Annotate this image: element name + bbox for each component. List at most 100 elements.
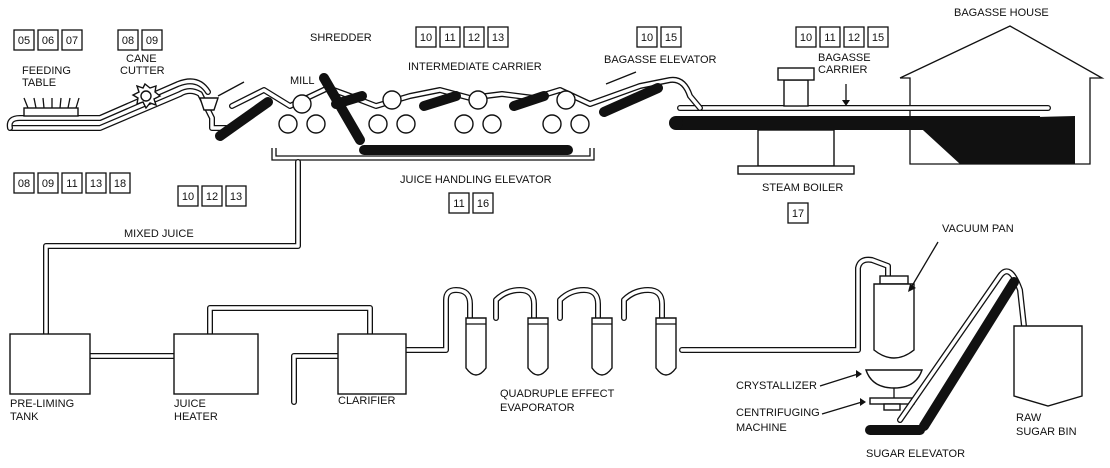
- feeding-table-label-2: TABLE: [22, 77, 56, 89]
- raw-sugar-bin-label-1: RAW: [1016, 412, 1042, 424]
- evaporator-vessels: [465, 317, 677, 376]
- ref-number-box: [225, 185, 247, 207]
- ref-number-juice-handling: 16: [477, 198, 489, 210]
- juice-heater-label-1: JUICE: [174, 398, 206, 410]
- juice-heater: [173, 333, 259, 395]
- ref-number-bagasse-carrier: 11: [824, 32, 835, 44]
- cane-conveyor: [6, 76, 703, 131]
- ref-number-cane-cutter: 08: [122, 35, 134, 47]
- ref-number-box: [37, 172, 59, 194]
- bagasse-elevator-label: BAGASSE ELEVATOR: [604, 54, 717, 66]
- pre-liming-tank: [9, 333, 91, 395]
- ref-number-intermediate-carrier: 12: [468, 32, 480, 44]
- ref-number-box: [85, 172, 107, 194]
- mixed-juice-pipe: [43, 159, 301, 337]
- ref-number-left-group: 09: [42, 178, 54, 190]
- process-pipes: [87, 256, 891, 405]
- ref-number-box: [61, 172, 83, 194]
- shredder-label: SHREDDER: [310, 32, 372, 44]
- ref-number-box: [61, 29, 83, 51]
- clarifier: [337, 333, 407, 395]
- evaporator-label-2: EVAPORATOR: [500, 402, 575, 414]
- ref-number-box: [439, 26, 461, 48]
- bagasse-house: [899, 25, 1105, 165]
- ref-number-feeding: 06: [42, 35, 54, 47]
- ref-number-intermediate-carrier: 11: [444, 32, 455, 44]
- ref-number-steam-boiler: 17: [792, 208, 804, 220]
- pre-liming-tank-label-1: PRE-LIMING: [10, 398, 74, 410]
- feeding-table: [23, 97, 80, 117]
- conveyor-belts: [215, 73, 663, 155]
- ref-number-box: [660, 26, 682, 48]
- ref-number-left-group: 11: [66, 178, 77, 190]
- ref-number-intermediate-carrier: 10: [420, 32, 432, 44]
- intermediate-carrier-label: INTERMEDIATE CARRIER: [408, 61, 542, 73]
- shredder: [199, 81, 245, 111]
- ref-number-mill-group: 12: [206, 191, 218, 203]
- ref-number-mill-group: 10: [182, 191, 194, 203]
- cane-cutter-label-1: CANE: [126, 53, 157, 65]
- raw-sugar-bin-label-2: SUGAR BIN: [1016, 426, 1077, 438]
- pointer-arrows: [605, 71, 939, 415]
- ref-number-left-group: 13: [90, 178, 102, 190]
- ref-number-box: [487, 26, 509, 48]
- mill-label: MILL: [290, 75, 314, 87]
- ref-number-box: [201, 185, 223, 207]
- steam-boiler-label: STEAM BOILER: [762, 182, 843, 194]
- ref-number-box: [415, 26, 437, 48]
- juice-heater-label-2: HEATER: [174, 411, 218, 423]
- ref-number-box: [141, 29, 163, 51]
- cane-cutter: [131, 82, 162, 110]
- sugar-elevator: [865, 268, 1027, 435]
- ref-number-box: [867, 26, 889, 48]
- clarifier-label: CLARIFIER: [338, 395, 396, 407]
- ref-number-feeding: 07: [66, 35, 78, 47]
- ref-number-box: [448, 192, 470, 214]
- vacuum-pan-label: VACUUM PAN: [942, 223, 1014, 235]
- ref-number-bagasse-carrier: 10: [800, 32, 812, 44]
- ref-number-box: [843, 26, 865, 48]
- mill-rollers: [278, 90, 590, 134]
- mixed-juice-label: MIXED JUICE: [124, 228, 194, 240]
- bagasse-carrier: [669, 105, 1051, 130]
- ref-number-box: [177, 185, 199, 207]
- ref-number-cane-cutter: 09: [146, 35, 158, 47]
- crystallizer: [865, 369, 923, 398]
- ref-number-juice-handling: 11: [453, 198, 464, 210]
- ref-number-bagasse-elevator: 10: [641, 32, 653, 44]
- ref-number-box: [636, 26, 658, 48]
- ref-number-bagasse-carrier: 12: [848, 32, 860, 44]
- pre-liming-tank-label-2: TANK: [10, 411, 39, 423]
- ref-number-left-group: 08: [18, 178, 30, 190]
- ref-number-box: [787, 202, 809, 224]
- evaporator-label-1: QUADRUPLE EFFECT: [500, 388, 615, 400]
- juice-tray: [271, 148, 595, 161]
- raw-sugar-bin: [1013, 325, 1083, 407]
- vacuum-pan: [873, 275, 915, 359]
- juice-handling-elevator-label: JUICE HANDLING ELEVATOR: [400, 174, 552, 186]
- bagasse-carrier-label-1: BAGASSE: [818, 52, 871, 64]
- ref-number-box: [472, 192, 494, 214]
- centrifuging-machine-label-1: CENTRIFUGING: [736, 407, 820, 419]
- sugar-elevator-label: SUGAR ELEVATOR: [866, 448, 965, 460]
- steam-boiler: [737, 67, 855, 175]
- ref-number-box: [37, 29, 59, 51]
- ref-number-bagasse-carrier: 15: [872, 32, 884, 44]
- ref-number-mill-group: 13: [230, 191, 242, 203]
- ref-number-box: [117, 29, 139, 51]
- ref-number-box: [819, 26, 841, 48]
- ref-number-box: [463, 26, 485, 48]
- crystallizer-label: CRYSTALLIZER: [736, 380, 817, 392]
- ref-number-box: [13, 29, 35, 51]
- ref-number-bagasse-elevator: 15: [665, 32, 677, 44]
- centrifuging-machine-label-2: MACHINE: [736, 422, 787, 434]
- bagasse-carrier-label-2: CARRIER: [818, 64, 868, 76]
- cane-cutter-label-2: CUTTER: [120, 65, 165, 77]
- ref-number-intermediate-carrier: 13: [492, 32, 504, 44]
- ref-number-box: [109, 172, 131, 194]
- bagasse-house-label: BAGASSE HOUSE: [954, 7, 1049, 19]
- ref-number-box: [13, 172, 35, 194]
- ref-number-feeding: 05: [18, 35, 30, 47]
